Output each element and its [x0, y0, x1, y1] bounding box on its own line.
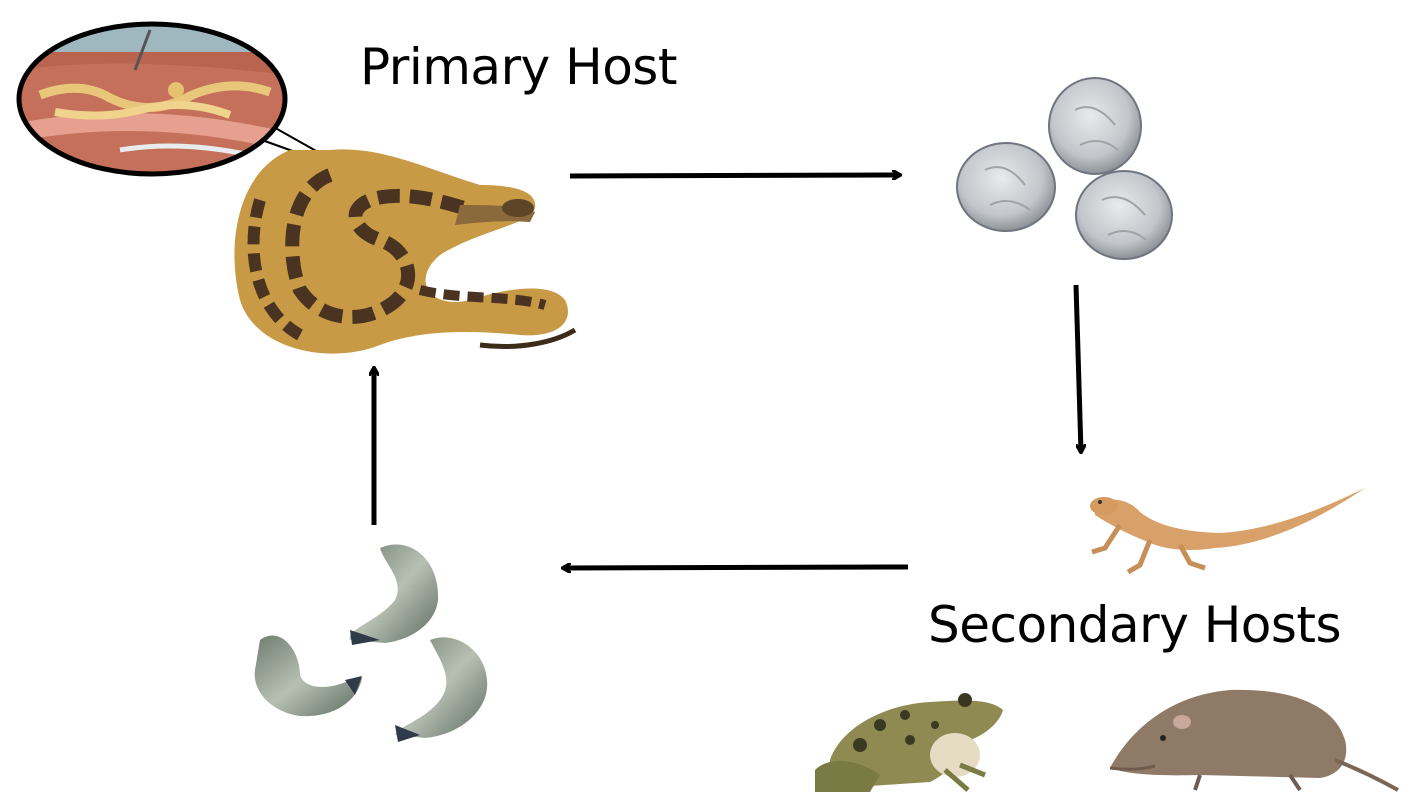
- arrow-eggs-to-secondary: [1076, 285, 1081, 452]
- worm-tissue-inset: [18, 22, 318, 178]
- secondary-hosts-label: Secondary Hosts: [928, 600, 1341, 650]
- egg-cluster: [957, 78, 1172, 259]
- larvae-cluster: [255, 545, 488, 742]
- lizard-image: [1090, 488, 1365, 572]
- primary-host-label: Primary Host: [360, 42, 677, 92]
- arrow-secondary-to-larvae: [563, 567, 908, 568]
- arrow-host-to-eggs: [570, 175, 900, 176]
- python-image: [234, 149, 575, 353]
- frog-image: [815, 693, 1003, 792]
- shrew-image: [1110, 690, 1398, 790]
